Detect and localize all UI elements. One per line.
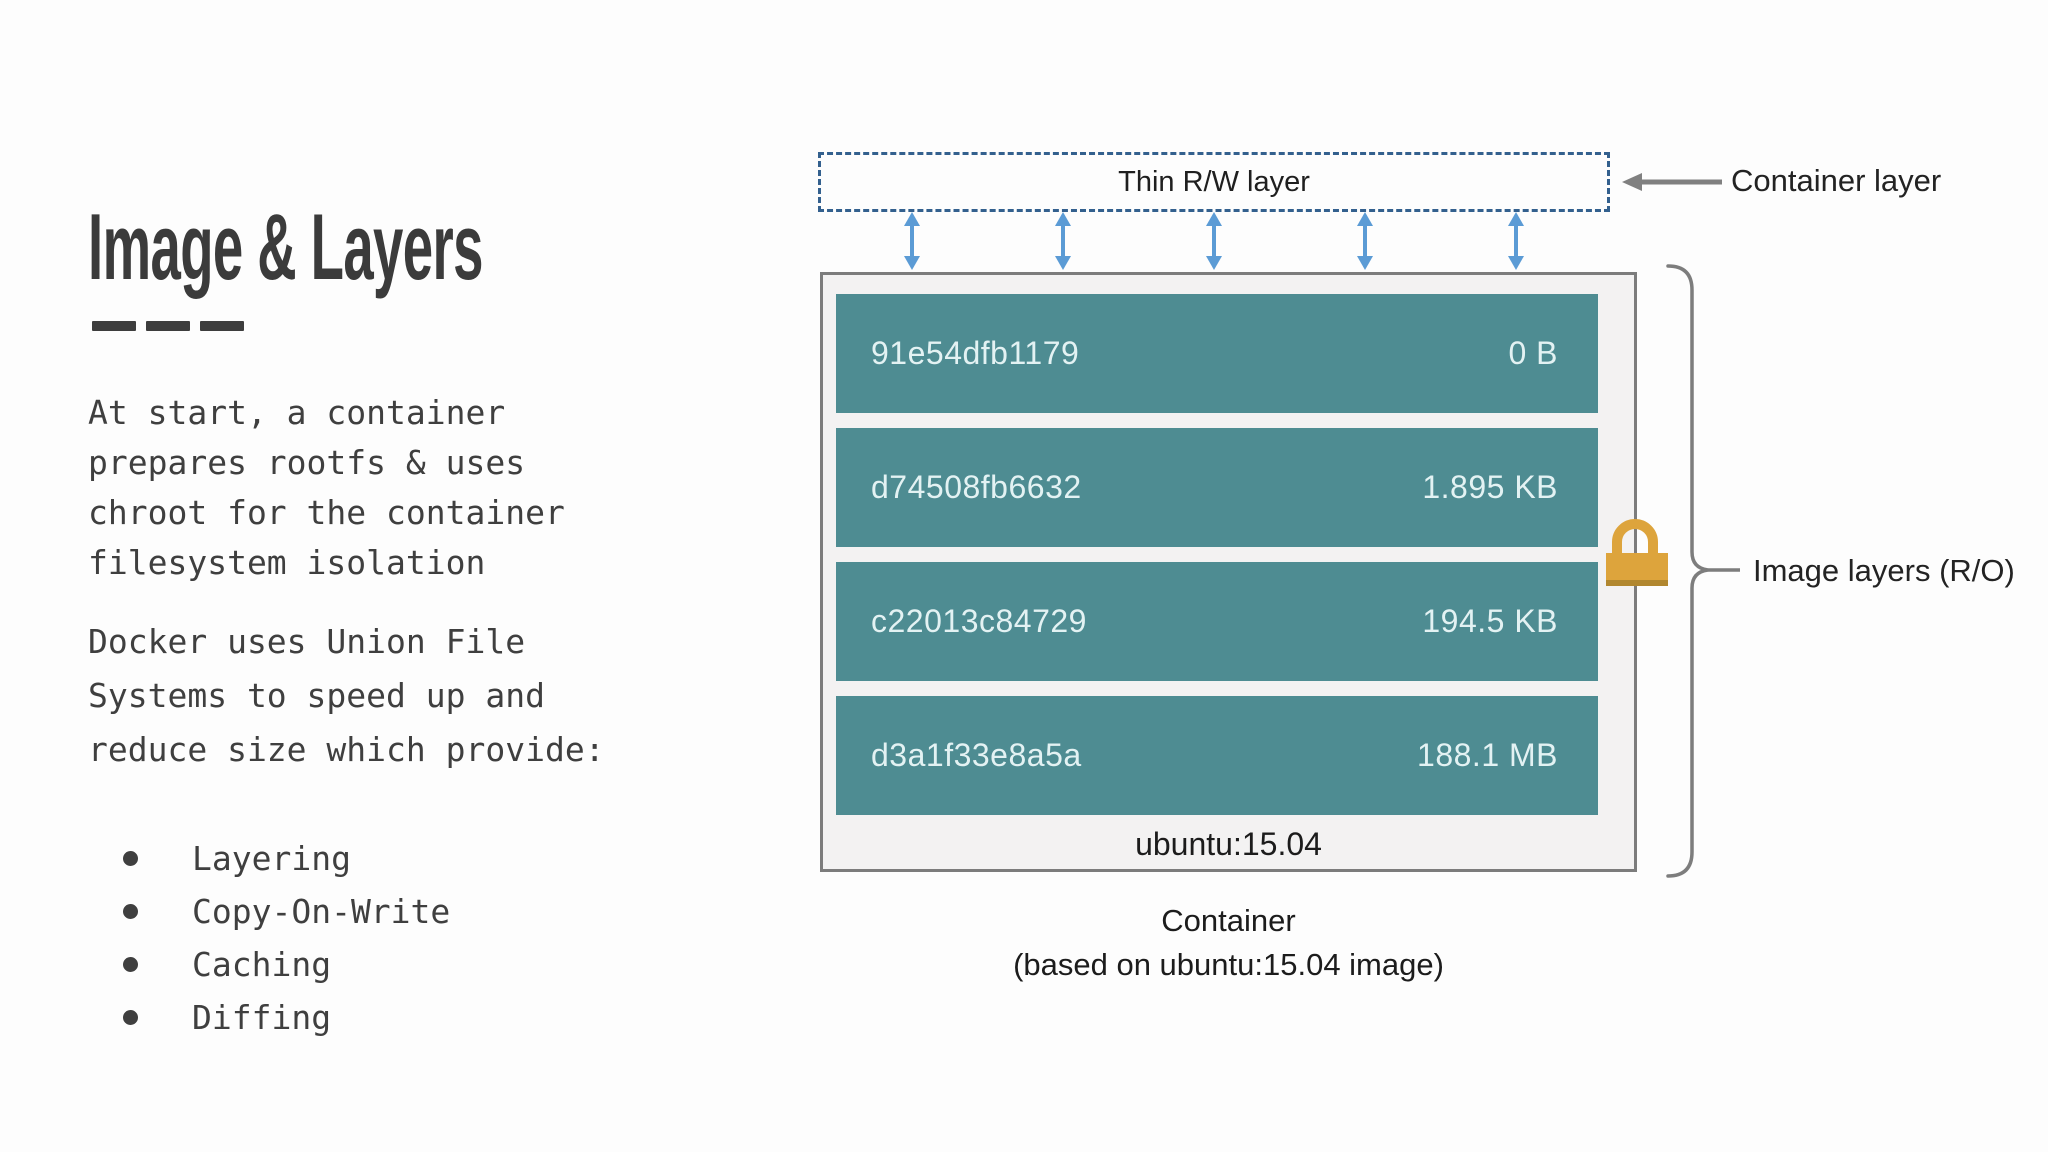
bullet-dot xyxy=(123,1010,138,1025)
layer-id: c22013c84729 xyxy=(871,603,1087,639)
intro-paragraph: At start, a container prepares rootfs & … xyxy=(88,388,565,588)
caption-line-2: (based on ubuntu:15.04 image) xyxy=(1013,947,1444,982)
layer-id: 91e54dfb1179 xyxy=(871,335,1080,371)
paragraph-line: filesystem isolation xyxy=(88,543,486,582)
list-item: Layering xyxy=(88,832,450,885)
list-item: Copy-On-Write xyxy=(88,885,450,938)
base-image-label: ubuntu:15.04 xyxy=(1135,825,1322,862)
title-dash xyxy=(92,321,136,331)
image-layer-row: c22013c84729 194.5 KB xyxy=(836,562,1598,681)
double-arrow-icon xyxy=(904,212,920,270)
image-layer-row: d74508fb6632 1.895 KB xyxy=(836,428,1598,547)
image-layers-label: Image layers (R/O) xyxy=(1753,553,2015,588)
caption-line-1: Container xyxy=(1161,903,1296,938)
bullet-dot xyxy=(123,904,138,919)
container-caption: Container (based on ubuntu:15.04 image) xyxy=(820,899,1637,987)
thin-rw-layer-box: Thin R/W layer xyxy=(818,152,1610,212)
paragraph-line: At start, a container xyxy=(88,393,506,432)
paragraph-line: chroot for the container xyxy=(88,493,565,532)
title-dash xyxy=(146,321,190,331)
list-item: Caching xyxy=(88,938,450,991)
bullet-dot xyxy=(123,851,138,866)
paragraph-line: Systems to speed up and xyxy=(88,676,545,715)
list-item-label: Caching xyxy=(192,945,332,984)
double-arrow-icon xyxy=(1055,212,1071,270)
lock-icon xyxy=(1606,519,1668,586)
layer-size: 188.1 MB xyxy=(1417,737,1558,773)
union-fs-paragraph: Docker uses Union File Systems to speed … xyxy=(88,615,605,777)
title-dash xyxy=(200,321,244,331)
paragraph-line: prepares rootfs & uses xyxy=(88,443,526,482)
page-title: Image & Layers xyxy=(88,194,484,299)
list-item-label: Copy-On-Write xyxy=(192,892,451,931)
bullet-dot xyxy=(123,957,138,972)
layer-size: 1.895 KB xyxy=(1422,469,1558,505)
container-box: 91e54dfb1179 0 B d74508fb6632 1.895 KB c… xyxy=(820,272,1637,872)
layer-size: 0 B xyxy=(1508,335,1558,371)
image-layer-row: d3a1f33e8a5a 188.1 MB xyxy=(836,696,1598,815)
thin-rw-layer-label: Thin R/W layer xyxy=(1118,165,1310,198)
brace-icon xyxy=(1666,264,1740,878)
double-arrow-icon xyxy=(1508,212,1524,270)
list-item: Diffing xyxy=(88,991,450,1044)
list-item-label: Layering xyxy=(192,839,351,878)
double-arrow-icon xyxy=(1357,212,1373,270)
benefits-list: Layering Copy-On-Write Caching Diffing xyxy=(88,832,450,1044)
paragraph-line: reduce size which provide: xyxy=(88,730,605,769)
list-item-label: Diffing xyxy=(192,998,332,1037)
paragraph-line: Docker uses Union File xyxy=(88,622,526,661)
title-underline xyxy=(92,321,244,331)
left-arrow-icon xyxy=(1622,173,1722,191)
container-layer-label: Container layer xyxy=(1731,163,1942,198)
layer-id: d74508fb6632 xyxy=(871,469,1082,505)
image-layer-row: 91e54dfb1179 0 B xyxy=(836,294,1598,413)
layer-size: 194.5 KB xyxy=(1422,603,1558,639)
double-arrow-icon xyxy=(1206,212,1222,270)
layer-id: d3a1f33e8a5a xyxy=(871,737,1082,773)
